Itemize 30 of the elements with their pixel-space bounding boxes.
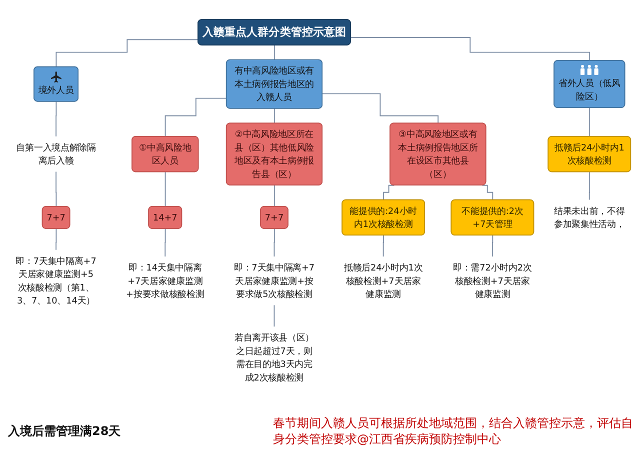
connector (56, 171, 57, 208)
connector (274, 44, 276, 61)
node-text: 自第一入境点解除隔离后入赣 (16, 142, 96, 166)
connector (164, 98, 228, 138)
connector (588, 172, 590, 200)
connector (589, 108, 590, 138)
connector (164, 172, 166, 208)
footnote-text: 春节期间入赣人员可根据所处地域范围，结合入赣管控示意，评估自身分类管控要求@江西省疾病预防控制中心 (273, 414, 633, 448)
node-text: 即：7天集中隔离+7天居家健康监测+按要求做5次核酸检测 (234, 262, 315, 300)
connector (322, 93, 439, 124)
node-text: 若自离开该县（区）之日起超过7天，则需在目的地3天内完成2次核酸检测 (234, 332, 314, 383)
node-text: 即：14天集中隔离+7天居家健康监测+按要求做核酸检测 (126, 262, 204, 300)
node-text: 抵赣后24小时内1次核酸检测+7天居家健康监测 (344, 262, 423, 300)
node-text: 即：需72小时内2次核酸检测+7天居家健康监测 (453, 262, 532, 300)
connector (274, 228, 276, 257)
connector (56, 39, 199, 68)
node-text: 结果未出前，不得参加聚集性活动， (554, 206, 625, 230)
connector (274, 184, 276, 208)
connector (383, 184, 395, 201)
connector (56, 101, 57, 137)
connector (482, 184, 494, 201)
connector (56, 228, 57, 250)
node-text: 即：7天集中隔离+7天居家健康监测+5次核酸检测（第1、3、7、10、14天） (16, 256, 96, 306)
connector (492, 235, 494, 257)
note-text: 入境后需管理满28天 (8, 422, 121, 440)
connector (274, 304, 275, 328)
connector (382, 235, 384, 257)
connector (164, 228, 166, 257)
connector (274, 108, 276, 124)
connector (350, 36, 590, 62)
